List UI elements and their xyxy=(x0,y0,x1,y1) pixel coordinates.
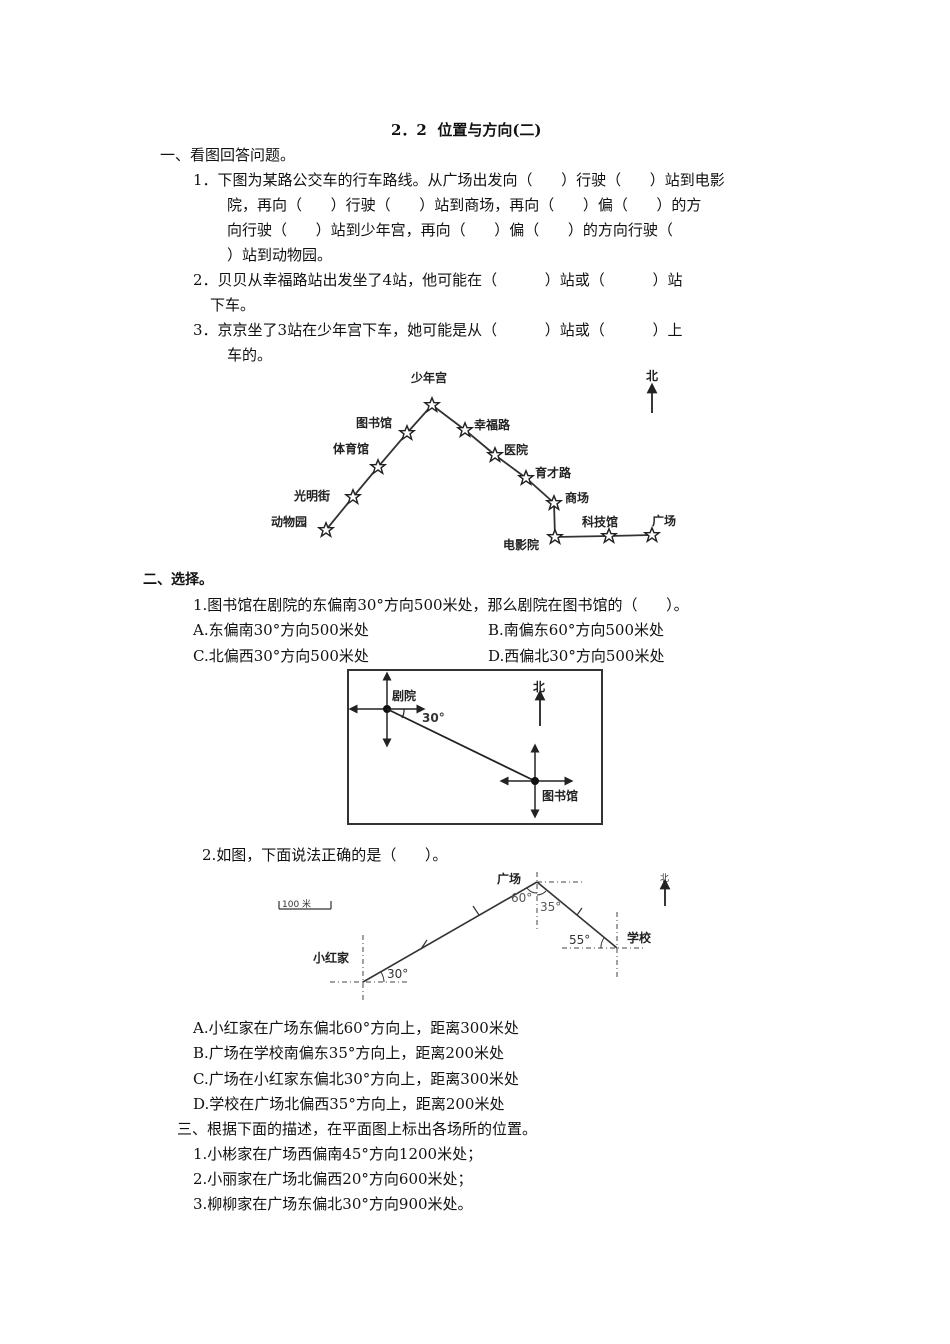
station-label: 体育馆 xyxy=(333,441,369,456)
station-label: 少年宫 xyxy=(410,370,447,385)
angle-label-square-left: 60° xyxy=(511,891,532,905)
q3-line1: 3．京京坐了3站在少年宫下车，她可能是从（ ）站或（ ）上 xyxy=(193,321,683,339)
s3-item-3: 3.柳柳家在广场东偏北30°方向900米处。 xyxy=(193,1195,473,1213)
station-label: 广场 xyxy=(652,513,676,528)
station-label: 商场 xyxy=(565,490,589,505)
s2q2-option-a: A.小红家在广场东偏北60°方向上，距离300米处 xyxy=(193,1019,519,1037)
s2q1-option-b: B.南偏东60°方向500米处 xyxy=(488,621,665,639)
q1-line3: 向行驶（ ）站到少年宫，再向（ ）偏（ ）的方向行驶（ xyxy=(227,221,673,239)
place-label-theater: 剧院 xyxy=(392,688,416,703)
station-stars xyxy=(318,397,660,545)
section2-heading: 二、选择。 xyxy=(143,572,213,588)
angle-label-square-right: 35° xyxy=(540,900,561,914)
s2q1-option-a: A.东偏南30°方向500米处 xyxy=(193,621,369,639)
station-label: 电影院 xyxy=(503,537,539,552)
s3-item-1: 1.小彬家在广场西偏南45°方向1200米处； xyxy=(193,1145,483,1163)
q2-line2: 下车。 xyxy=(210,296,256,314)
station-label: 医院 xyxy=(504,442,528,457)
place-label-square: 广场 xyxy=(497,871,521,886)
north-label: 北 xyxy=(533,679,545,694)
place-label-home: 小红家 xyxy=(313,950,350,965)
q1-line2: 院，再向（ ）行驶（ ）站到商场，再向（ ）偏（ ）的方 xyxy=(227,196,702,214)
angle-label-home: 30° xyxy=(387,967,408,981)
section3-heading: 三、根据下面的描述，在平面图上标出各场所的位置。 xyxy=(177,1120,538,1138)
q3-line2: 车的。 xyxy=(227,346,273,364)
s2q2-option-b: B.广场在学校南偏东35°方向上，距离200米处 xyxy=(193,1044,505,1062)
s2q1-stem: 1.图书馆在剧院的东偏南30°方向500米处，那么剧院在图书馆的（ ）。 xyxy=(193,596,689,614)
station-label: 光明街 xyxy=(293,488,330,503)
place-label-school: 学校 xyxy=(627,930,652,945)
station-label: 动物园 xyxy=(271,514,307,529)
q1-line4: ）站到动物园。 xyxy=(227,246,333,264)
s2q1-option-c: C.北偏西30°方向500米处 xyxy=(193,647,369,665)
q1-line1: 1．下图为某路公交车的行车路线。从广场出发向（ ）行驶（ ）站到电影 xyxy=(193,171,725,189)
s2q1-option-d: D.西偏北30°方向500米处 xyxy=(488,647,665,665)
s3-item-2: 2.小丽家在广场北偏西20°方向600米处； xyxy=(193,1170,473,1188)
angle-label-school: 55° xyxy=(569,933,590,947)
q2-line1: 2．贝贝从幸福路站出发坐了4站，他可能在（ ）站或（ ）站 xyxy=(193,271,683,289)
station-label: 幸福路 xyxy=(474,417,511,432)
station-label: 图书馆 xyxy=(356,415,392,430)
angle-label: 30° xyxy=(422,711,445,725)
section1-heading: 一、看图回答问题。 xyxy=(160,146,296,164)
s2q2-option-d: D.学校在广场北偏西35°方向上，距离200米处 xyxy=(193,1095,505,1113)
place-label-library: 图书馆 xyxy=(542,788,578,803)
station-label: 科技馆 xyxy=(582,514,618,529)
s2q2-option-c: C.广场在小红家东偏北30°方向上，距离300米处 xyxy=(193,1070,519,1088)
north-label: 北 xyxy=(646,368,658,383)
station-label: 育才路 xyxy=(535,465,572,480)
s2q2-stem: 2.如图，下面说法正确的是（ ）。 xyxy=(202,846,448,864)
north-label: 北 xyxy=(660,873,669,884)
page-title: 2．2 位置与方向(二) xyxy=(391,121,542,139)
scale-label: 100 米 xyxy=(282,898,311,910)
